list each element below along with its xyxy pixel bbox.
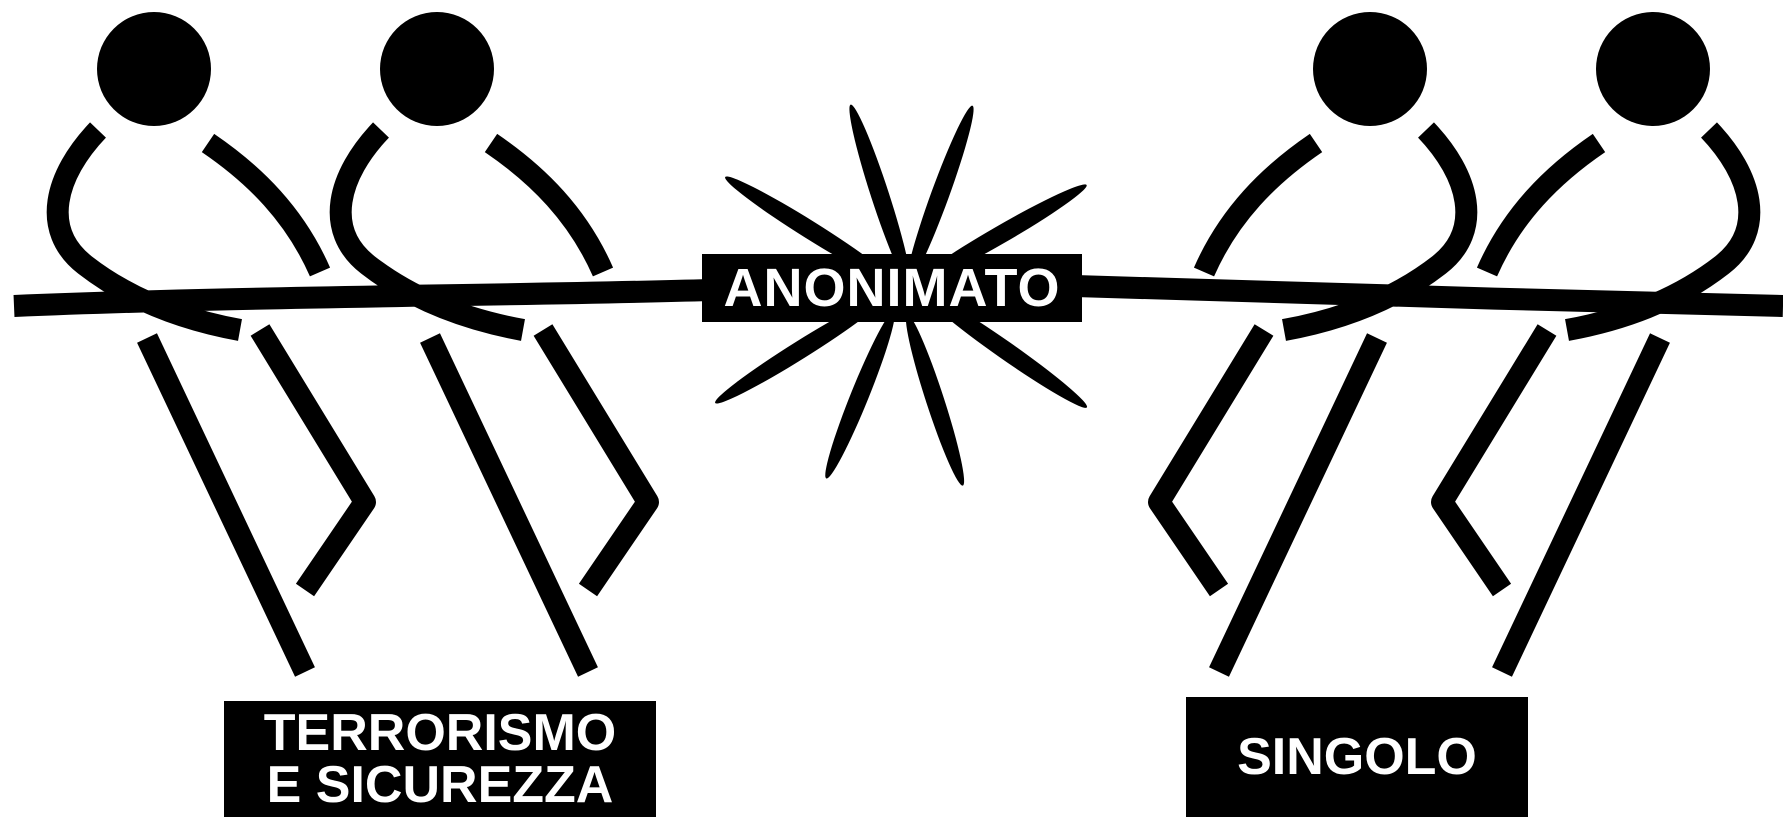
stick-figure-left-1 [58,12,365,672]
left-side-label-line1: TERRORISMO [224,707,656,759]
stick-figure-left-2 [341,12,648,672]
left-side-label: TERRORISMO E SICUREZZA [224,701,656,817]
left-side-label-line2: E SICUREZZA [224,759,656,811]
stick-figure-right-1 [1159,12,1466,672]
right-side-label: SINGOLO [1186,697,1528,817]
stick-figure-right-2 [1442,12,1749,672]
center-label: ANONIMATO [702,254,1082,322]
